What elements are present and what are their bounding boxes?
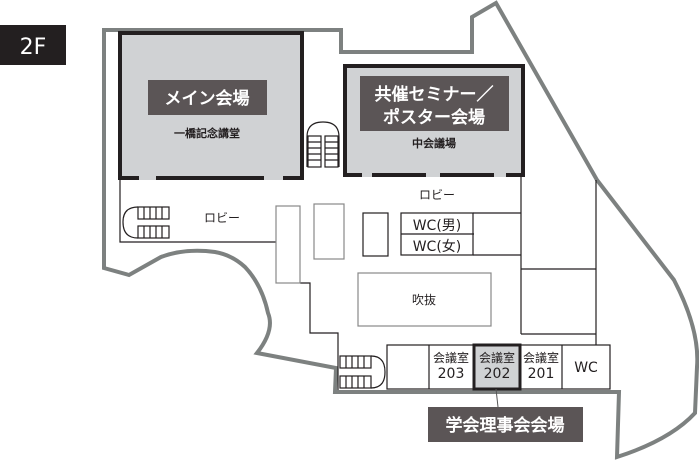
stairs-icon (306, 121, 340, 168)
floor-badge: 2F (0, 25, 66, 65)
left-stairs-icon (122, 206, 170, 239)
wc-block: WC(男) WC(女) (400, 212, 521, 256)
seminar-hall-label-2: ポスター会場 (383, 107, 485, 128)
room-202[interactable]: 会議室 202 (472, 343, 522, 391)
atrium-label: 吹抜 (412, 293, 436, 307)
column-block (275, 205, 301, 284)
floor-label: 2F (20, 35, 47, 60)
main-hall-name: 一橋記念講堂 (174, 126, 240, 140)
callout-line (495, 388, 499, 408)
column-block (362, 212, 389, 257)
outer-wall (102, 0, 699, 460)
lobby-upper-label: ロビー (419, 188, 455, 202)
main-hall[interactable]: メイン会場 一橋記念講堂 (118, 31, 304, 180)
wc-female-label: WC(女) (413, 238, 462, 255)
board-meeting-label: 学会理事会会場 (446, 415, 565, 436)
seminar-hall-name: 中会議場 (412, 136, 456, 150)
wc-label: WC (574, 360, 598, 376)
svg-text:会議室: 会議室 (523, 350, 559, 365)
wc-male-label: WC(男) (413, 218, 462, 234)
lower-stairs-icon (339, 355, 386, 389)
svg-text:203: 203 (438, 366, 465, 382)
room-201[interactable]: 会議室 201 (523, 350, 559, 382)
svg-text:会議室: 会議室 (479, 350, 515, 365)
svg-text:201: 201 (528, 366, 555, 382)
main-hall-label: メイン会場 (165, 88, 250, 109)
svg-text:会議室: 会議室 (433, 350, 469, 365)
column-block (313, 203, 345, 260)
room-203[interactable]: 会議室 203 (433, 350, 469, 382)
atrium (357, 272, 492, 327)
lobby-left-label: ロビー (204, 211, 240, 225)
board-meeting-callout: 学会理事会会場 (428, 407, 583, 442)
seminar-poster-hall[interactable]: 共催セミナー／ ポスター会場 中会議場 (343, 64, 525, 177)
svg-text:202: 202 (484, 366, 511, 382)
seminar-hall-label-1: 共催セミナー／ (375, 84, 494, 105)
